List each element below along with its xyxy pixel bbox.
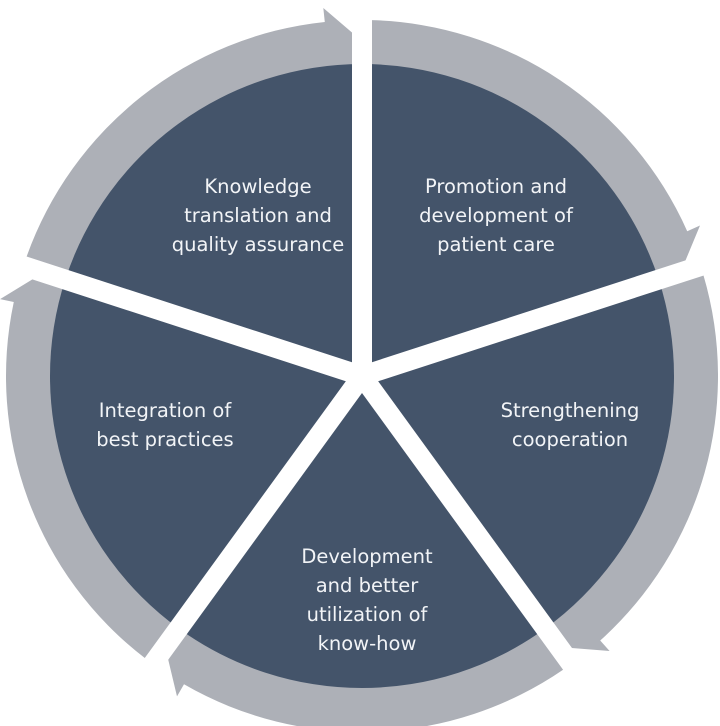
segment-label-know-how: Development and better utilization of kn…: [301, 545, 433, 655]
separator-line: [127, 370, 371, 695]
segment-know-how: [49, 279, 362, 629]
cycle-arrows: [0, 8, 718, 726]
segment-patient-care: [362, 279, 674, 629]
separator-line: [353, 370, 597, 695]
segment-label-best-practices: Integration of best practices: [96, 399, 234, 451]
cycle-arrow-know-how: [0, 268, 175, 659]
segment-separators: [0, 0, 720, 688]
cycle-arrow-best-practices: [26, 8, 368, 274]
segment-label-cooperation: Strengthening cooperation: [500, 399, 640, 451]
segment-label-patient-care: Promotion and development of patient car…: [419, 175, 573, 256]
cycle-arrow-knowledge-translation: [370, 20, 701, 280]
segment-cooperation: [178, 376, 546, 689]
separator-line: [0, 247, 366, 386]
cycle-arrow-patient-care: [551, 274, 718, 651]
cycle-arrow-cooperation: [163, 627, 564, 726]
segment-label-knowledge-translation: Knowledge translation and quality assura…: [171, 175, 345, 256]
separator-line: [358, 249, 720, 386]
